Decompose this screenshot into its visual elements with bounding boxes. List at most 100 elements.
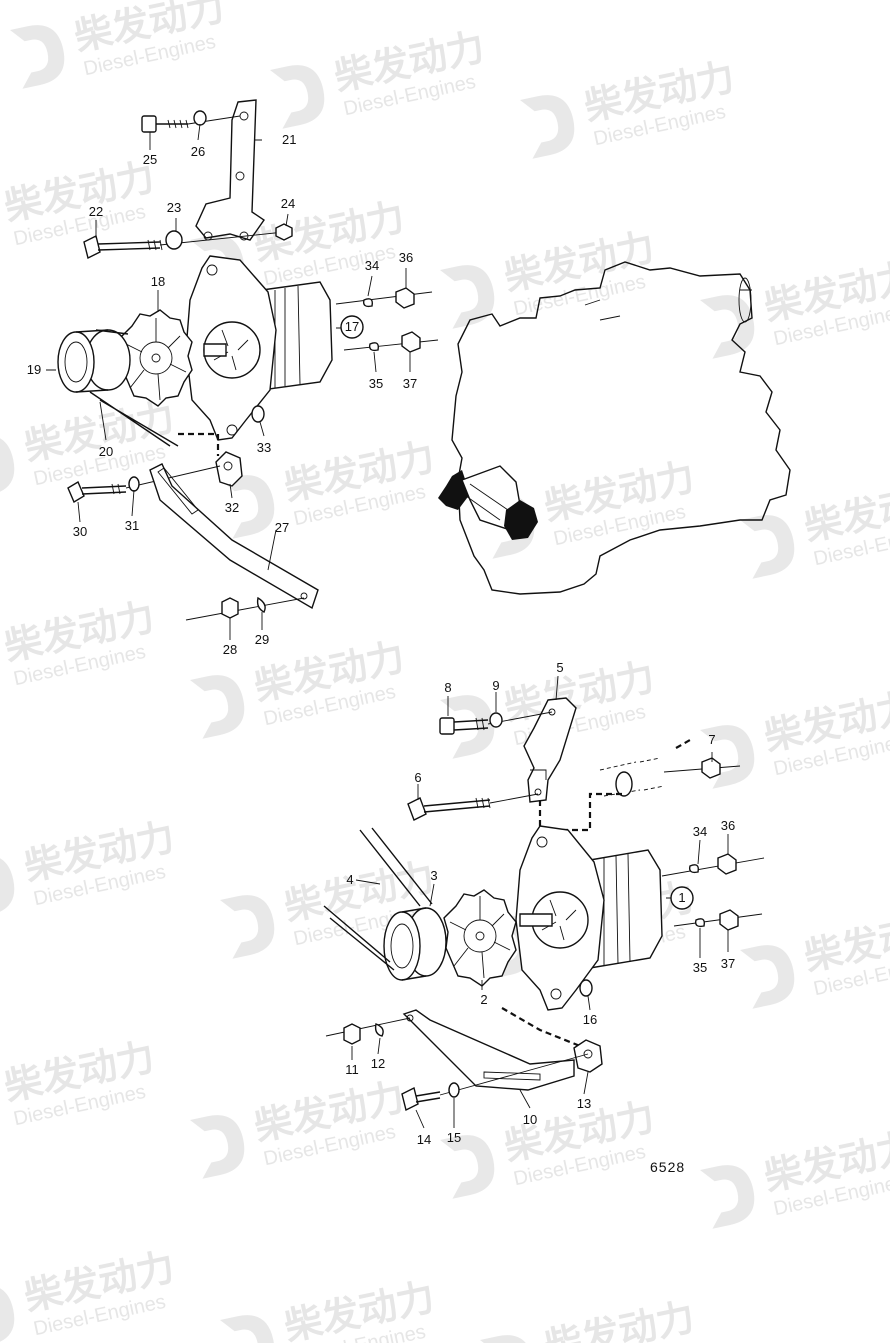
label-7: 7: [708, 732, 715, 747]
label-23: 23: [167, 200, 181, 215]
nut-11: [343, 1023, 361, 1045]
nut-7: [701, 757, 721, 779]
watermark-logo-icon: [740, 515, 795, 579]
engine-silhouette: [438, 261, 791, 595]
watermark-logo-icon: [0, 1285, 15, 1343]
label-34b: 34: [693, 824, 707, 839]
label-26: 26: [191, 144, 205, 159]
nut-37: [401, 331, 421, 353]
label-30: 30: [73, 524, 87, 539]
watermark-logo-icon: [700, 725, 755, 789]
label-34: 34: [365, 258, 379, 273]
watermark-logo-icon: [270, 65, 325, 129]
label-36b: 36: [721, 818, 735, 833]
label-31: 31: [125, 518, 139, 533]
bolt-30: [67, 465, 221, 504]
washer-35b: [694, 918, 706, 928]
watermark-logo-icon: [220, 1315, 275, 1343]
label-12: 12: [371, 1056, 385, 1071]
label-32: 32: [225, 500, 239, 515]
clamp-13: [573, 1039, 603, 1073]
watermark-logo-icon: [0, 435, 15, 499]
label-16: 16: [583, 1012, 597, 1027]
label-4: 4: [346, 872, 353, 887]
alternator-17: [185, 255, 333, 441]
washer-34b: [688, 864, 700, 874]
nut-37b: [719, 909, 739, 931]
washer-29: [256, 596, 266, 613]
label-36: 36: [399, 250, 413, 265]
adjusting-bar-27: [149, 463, 319, 610]
label-19: 19: [27, 362, 41, 377]
washer-9: [489, 712, 503, 728]
label-25: 25: [143, 152, 157, 167]
watermark-logo-icon: [700, 295, 755, 359]
label-11: 11: [345, 1062, 359, 1077]
watermark-logo-icon: [440, 265, 495, 329]
watermark-logo-icon: [0, 855, 15, 919]
clamp-32: [215, 451, 243, 487]
label-21: 21: [282, 132, 296, 147]
callout-circle-17: [340, 315, 364, 339]
label-29: 29: [255, 632, 269, 647]
washer-35: [368, 342, 380, 352]
bolt-6: [407, 793, 539, 821]
label-13: 13: [577, 1096, 591, 1111]
watermark-logo-icon: [190, 1115, 245, 1179]
fan-2: [443, 889, 517, 987]
label-24: 24: [281, 196, 295, 211]
watermark-text-cn: 柴发动力: [540, 1295, 698, 1343]
label-27: 27: [275, 520, 289, 535]
label-37: 37: [403, 376, 417, 391]
label-9: 9: [492, 678, 499, 693]
label-5: 5: [556, 660, 563, 675]
engine-mounted-alternator: [438, 465, 538, 540]
label-28: 28: [223, 642, 237, 657]
bracket-5: [523, 697, 577, 803]
label-35: 35: [369, 376, 383, 391]
washer-15: [448, 1082, 460, 1098]
drawing-number: 6528: [650, 1159, 685, 1175]
pulley-3: [383, 907, 447, 981]
label-1: 1: [678, 890, 685, 905]
nut-28: [221, 597, 239, 619]
pulley-19: [57, 329, 131, 393]
callout-circle-1: [670, 886, 694, 910]
washer-26: [193, 110, 207, 126]
label-14: 14: [417, 1132, 431, 1147]
label-22: 22: [89, 204, 103, 219]
label-33: 33: [257, 440, 271, 455]
watermark-logo-icon: [480, 1335, 535, 1343]
label-2: 2: [480, 992, 487, 1007]
bracket-21: [195, 99, 265, 241]
bolt-22: [83, 231, 285, 260]
washer-31: [128, 476, 140, 492]
watermark-logo-icon: [10, 25, 65, 89]
watermark-logo-icon: [520, 95, 575, 159]
label-3: 3: [430, 868, 437, 883]
label-8: 8: [444, 680, 451, 695]
label-18: 18: [151, 274, 165, 289]
fan-18: [119, 309, 193, 407]
bolt-14: [401, 1053, 589, 1112]
watermark-logo-icon: [440, 1135, 495, 1199]
